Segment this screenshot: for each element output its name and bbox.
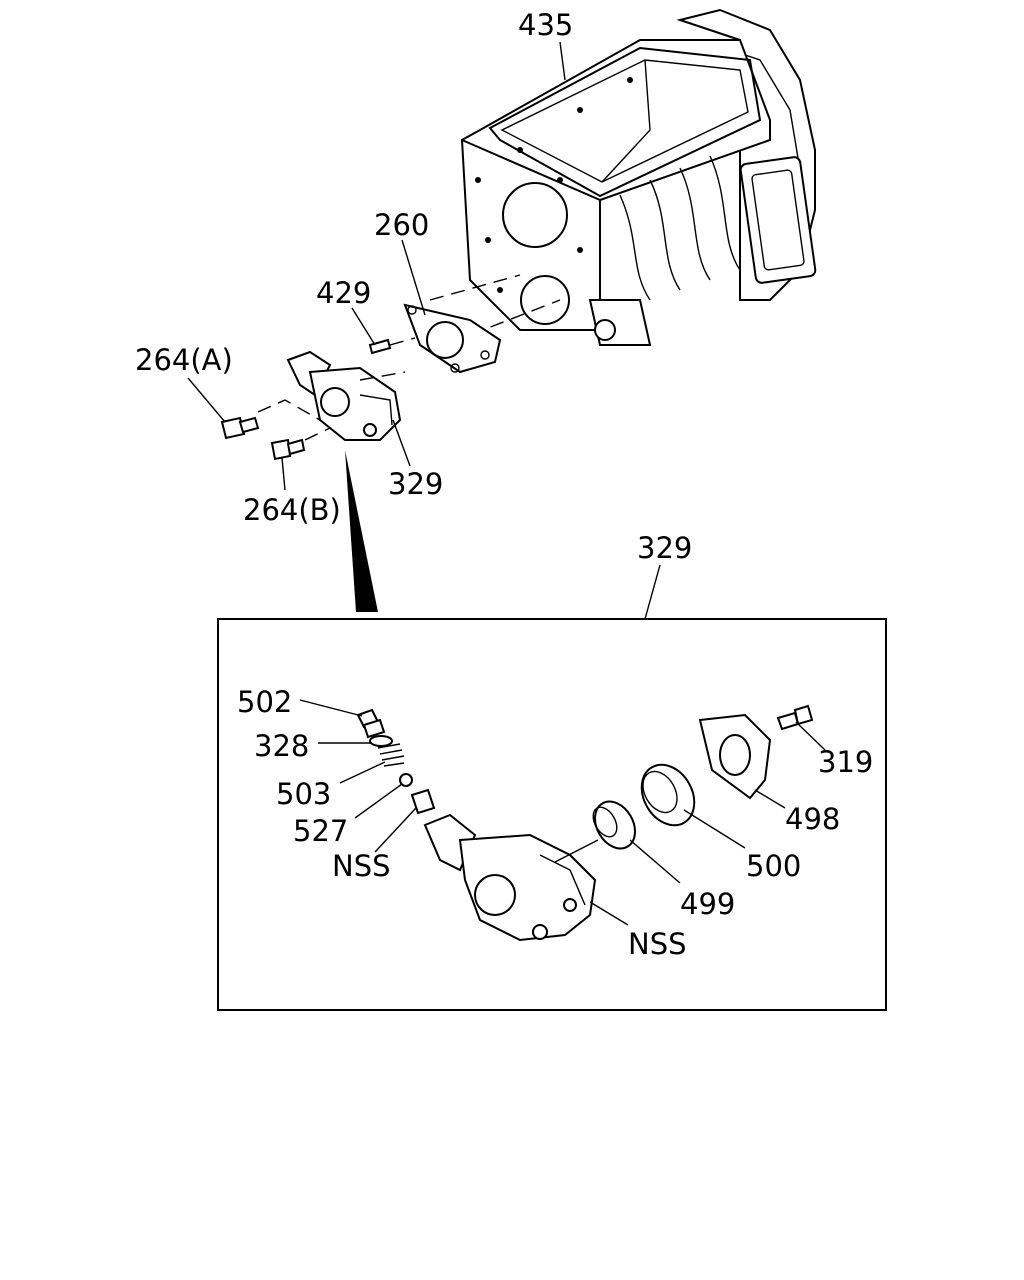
leader-500 (683, 809, 746, 849)
bolt-264a (220, 416, 260, 440)
detail-frame (217, 618, 887, 1011)
label-264b: 264(B) (243, 493, 341, 527)
transmission-case (460, 8, 817, 346)
cover-plate-498 (698, 713, 772, 800)
washer-328 (369, 735, 393, 747)
alignment-line (257, 399, 321, 421)
detail-pointer (345, 450, 378, 612)
bolt-264b (270, 438, 306, 461)
label-435: 435 (518, 8, 573, 42)
leader-503 (339, 761, 386, 784)
pump-assembly-small (286, 350, 402, 441)
alignment-line (304, 427, 331, 441)
label-260: 260 (374, 208, 429, 242)
alignment-line (429, 274, 521, 301)
label-328: 328 (254, 729, 309, 763)
leader-nss-sleeve (374, 807, 417, 853)
label-329: 329 (388, 467, 443, 501)
leader-329 (392, 419, 411, 467)
label-498: 498 (785, 802, 840, 836)
leader-527 (354, 783, 403, 819)
sleeve-nss (410, 788, 436, 815)
leader-499 (629, 839, 681, 884)
leader-319 (795, 721, 826, 751)
label-502: 502 (237, 685, 292, 719)
plug-502 (356, 708, 386, 739)
label-nss-sleeve: NSS (332, 849, 391, 883)
label-500: 500 (746, 849, 801, 883)
alignment-line (389, 337, 416, 346)
leader-264b (281, 457, 286, 491)
leader-264a (187, 377, 226, 423)
gasket (403, 303, 502, 374)
label-detail-title: 329 (637, 531, 692, 565)
label-499: 499 (680, 887, 735, 921)
pin (368, 338, 392, 355)
spring-503 (377, 743, 405, 767)
bearing-500 (640, 763, 696, 827)
leader-502 (299, 699, 363, 717)
leader-429 (351, 307, 376, 346)
pump-housing-detail (423, 813, 597, 942)
label-nss-housing: NSS (628, 927, 687, 961)
label-319: 319 (818, 745, 873, 779)
seal-499 (592, 800, 636, 850)
ball-527 (399, 773, 413, 787)
leader-detail-title (644, 564, 661, 620)
label-264a: 264(A) (135, 343, 233, 377)
leader-260 (401, 239, 426, 316)
leader-498 (754, 789, 786, 809)
label-527: 527 (293, 814, 348, 848)
leader-nss-housing (589, 901, 629, 926)
alignment-line (359, 371, 406, 381)
label-503: 503 (276, 777, 331, 811)
leader-435 (559, 41, 566, 81)
bolt-319 (776, 704, 814, 731)
label-429: 429 (316, 276, 371, 310)
connector-line (554, 839, 599, 863)
alignment-line (469, 299, 561, 336)
